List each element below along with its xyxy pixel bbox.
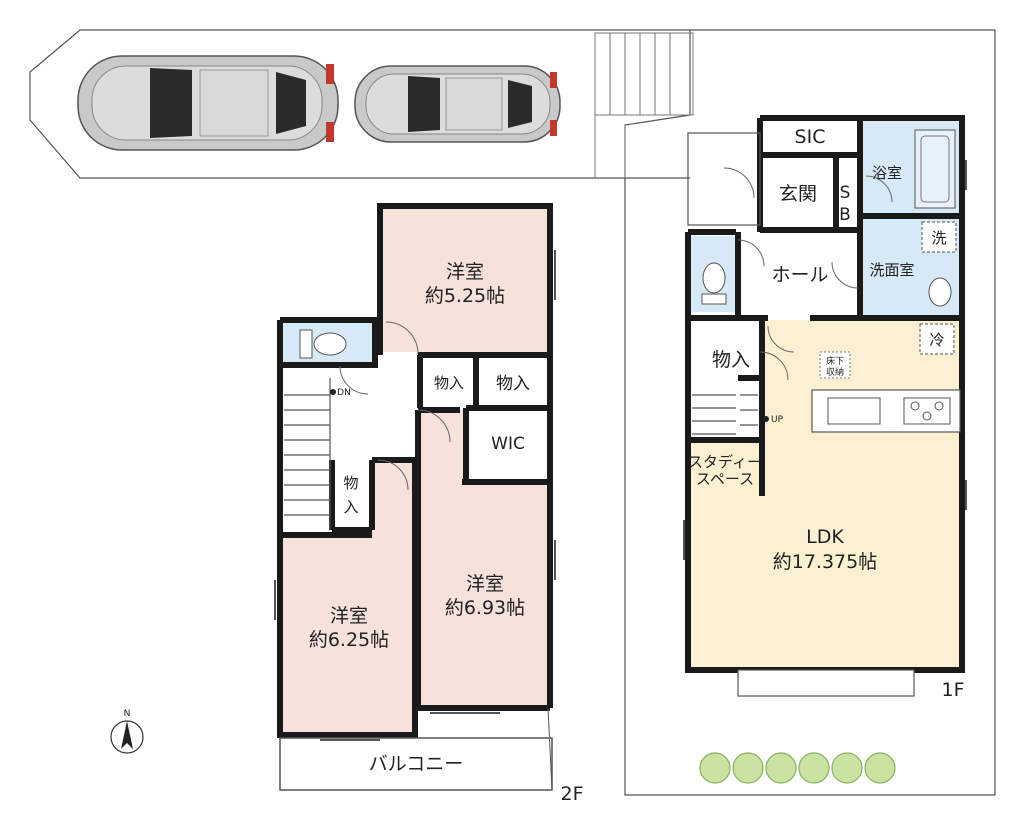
floor-storage-bottom: 収納 [826, 366, 844, 378]
shrubs [699, 752, 896, 784]
storage-c-top: 物 [343, 474, 358, 492]
site-stairs [594, 32, 694, 178]
floor-1f-label: 1F [941, 679, 964, 701]
storage-b-label: 物入 [496, 374, 530, 394]
balcony-label: バルコニー [369, 753, 464, 775]
balcony-outline [279, 737, 553, 791]
room-b-fill-top [418, 410, 466, 484]
room-b-fill [418, 482, 550, 708]
sb-top: S [840, 183, 851, 203]
car-icon-left [77, 55, 339, 151]
bay-window [737, 669, 915, 697]
toilet-icon-1f [701, 262, 727, 305]
car-icon-right [354, 65, 561, 143]
room-a-area: 約5.25帖 [425, 285, 505, 307]
toilet-icon-2f [299, 329, 347, 359]
kitchen-sink-icon [827, 397, 881, 425]
room-c-area: 約6.25帖 [309, 629, 389, 651]
floor-1f: 洗 冷 床下 収納 SIC 浴室 玄関 S B ホール 洗 [683, 115, 967, 701]
dn-label: DN [337, 388, 351, 398]
site-outline [29, 29, 996, 796]
sink-icon [928, 277, 952, 307]
ldk-fill [760, 320, 960, 670]
room-b-area: 約6.93帖 [445, 597, 525, 619]
ldk-area: 約17.375帖 [773, 551, 877, 573]
ldk-label: LDK [806, 526, 844, 548]
hall-label: ホール [771, 264, 828, 286]
up-label: UP [771, 415, 784, 425]
stairs-1f [692, 394, 769, 435]
washroom-label: 洗面室 [869, 261, 914, 279]
study-bottom: スペース [696, 470, 754, 488]
room-a-fill [380, 206, 550, 352]
wash-mark: 洗 [931, 229, 946, 247]
room-b-label: 洋室 [466, 573, 504, 595]
compass-label: N [124, 709, 131, 719]
fridge-mark: 冷 [929, 331, 944, 349]
floor-2f: 洋室 約5.25帖 物入 物入 WIC DN 物 入 洋室 約6.93帖 洋室 … [274, 203, 584, 805]
room-a-label: 洋室 [446, 261, 484, 283]
room-c-fill [282, 535, 414, 735]
storage-c-bottom: 入 [343, 498, 358, 516]
stairs-2f [284, 378, 336, 530]
storage-a-label: 物入 [434, 374, 464, 392]
wic-label: WIC [491, 434, 525, 454]
compass-icon: N [110, 709, 144, 754]
room-c-fill-top [372, 458, 414, 538]
floor-2f-label: 2F [560, 783, 583, 805]
ldk-fill-left [688, 440, 763, 670]
bath-label: 浴室 [872, 164, 902, 182]
study-top: スタディー [688, 453, 762, 471]
entrance-label: 玄関 [779, 183, 817, 205]
sb-bottom: B [839, 205, 851, 225]
sic-label: SIC [795, 126, 826, 148]
bathtub-icon [914, 129, 956, 209]
room-c-label: 洋室 [330, 605, 368, 627]
storage-1f-label: 物入 [712, 349, 750, 371]
floor-storage-top: 床下 [826, 355, 844, 367]
